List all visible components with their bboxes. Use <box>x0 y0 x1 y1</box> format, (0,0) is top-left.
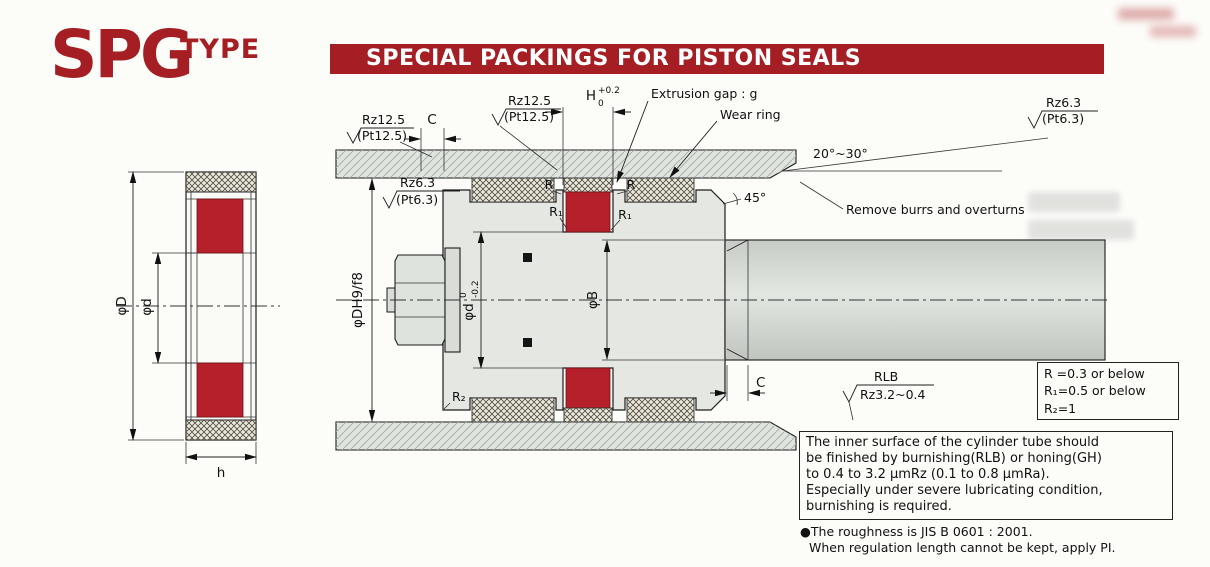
note-line-4: Especially under severe lubricating cond… <box>806 483 1103 499</box>
dimension-c-bottom: C <box>710 365 765 401</box>
surface-finish-note-box: The inner surface of the cylinder tube s… <box>799 431 1173 520</box>
dimension-groove-width-H: H +0.2 0 <box>545 86 631 185</box>
radii-line-1: R =0.3 or below <box>1044 366 1145 381</box>
wear-ring-bottom-right <box>626 397 695 423</box>
cylinder-wall-top <box>335 149 797 179</box>
dimension-phi-D: φD <box>114 171 184 441</box>
note-line-1: The inner surface of the cylinder tube s… <box>806 435 1100 450</box>
label-remove-burrs: Remove burrs and overturns <box>846 202 1025 217</box>
seal-front-view: φD φd h <box>114 171 280 481</box>
label-H-sub: 0 <box>598 99 604 109</box>
radii-legend-box: R =0.3 or below R₁=0.5 or below R₂=1 <box>1037 362 1179 420</box>
finish-mark-top-left: Rz12.5 (Pt12.5) <box>346 112 433 158</box>
seal-rubber-top <box>196 198 244 254</box>
radii-line-3: R₂=1 <box>1044 400 1077 416</box>
print-bleed-artifact <box>1028 220 1134 240</box>
label-c-top: C <box>427 112 436 128</box>
wear-ring-top-right <box>626 177 695 203</box>
footnote-regulation: When regulation length cannot be kept, a… <box>809 540 1116 556</box>
seal-fabric-cap-top <box>185 171 257 193</box>
brand-logo: SPG <box>50 16 194 93</box>
label-phi-D: φD <box>114 296 130 315</box>
dimension-c-top: C <box>404 112 461 171</box>
finish-top-right-pt: (Pt6.3) <box>1042 111 1084 126</box>
callout-lead-angle: 20°~30° <box>782 137 1049 172</box>
label-45-degrees: 45° <box>744 190 766 205</box>
callout-chamfer-45: 45° <box>722 190 766 206</box>
finish-mark-piston-od: Rz6.3 (Pt6.3) <box>382 175 460 209</box>
label-H: H <box>586 88 596 104</box>
cylinder-section-view: φDH9/f8 φd 0 -0.2 φB C <box>335 86 1107 451</box>
finish-top-right-value: Rz6.3 <box>1046 95 1081 110</box>
callout-extrusion-gap: Extrusion gap : g <box>616 86 757 183</box>
dimension-rod-phi-B: φB <box>585 240 611 360</box>
finish-bore-rlb: RLB <box>874 369 898 384</box>
note-line-2: be finished by burnishing(RLB) or honing… <box>806 451 1102 467</box>
label-R-left: R <box>545 177 554 192</box>
finish-top-left-pt: (Pt12.5) <box>357 128 407 143</box>
piston-seal-top <box>563 177 613 233</box>
print-bleed-artifact <box>1028 192 1120 212</box>
wear-ring-bottom-left <box>471 397 555 423</box>
cylinder-wall-bottom <box>335 421 797 451</box>
label-phi-d-sup: 0 <box>459 292 469 298</box>
piston-seal-bottom <box>563 367 613 423</box>
label-phi-d-front: φd <box>139 298 155 315</box>
footnote-roughness: ●The roughness is JIS B 0601 : 2001. <box>800 524 1033 539</box>
note-line-5: burnishing is required. <box>806 499 952 515</box>
label-R2: R₂ <box>452 389 466 404</box>
radii-line-2: R₁=0.5 or below <box>1044 383 1146 399</box>
page-title: SPECIAL PACKINGS FOR PISTON SEALS <box>330 44 1104 74</box>
label-extrusion-gap: Extrusion gap : g <box>651 86 757 101</box>
wear-ring-top-left <box>471 177 555 203</box>
footnotes: ●The roughness is JIS B 0601 : 2001. Whe… <box>800 524 1115 557</box>
label-h: h <box>217 465 226 481</box>
note-line-3: to 0.4 to 3.2 μmRz (0.1 to 0.8 μmRa). <box>806 467 1050 483</box>
finish-piston-value: Rz6.3 <box>400 175 435 190</box>
label-phi-d-sub: -0.2 <box>471 280 481 298</box>
brand-logo-suffix: TYPE <box>180 34 261 65</box>
callout-radii: R R R₁ R₁ R₂ <box>443 177 636 410</box>
finish-top-center-pt: (Pt12.5) <box>504 109 554 124</box>
label-H-sup: +0.2 <box>598 86 620 96</box>
seal-fabric-cap-bottom <box>185 419 257 441</box>
label-R-right: R <box>627 177 636 192</box>
o-ring-dot-bottom <box>523 338 532 347</box>
label-lead-angle: 20°~30° <box>813 146 868 161</box>
label-phi-DH9-f8: φDH9/f8 <box>350 272 366 328</box>
label-phi-d-groove: φd <box>461 303 477 320</box>
print-bleed-artifact <box>1150 26 1196 37</box>
dimension-phi-d-front: φd <box>139 252 196 364</box>
callout-remove-burrs: Remove burrs and overturns <box>799 181 1025 217</box>
finish-mark-top-center: Rz12.5 (Pt12.5) <box>491 93 561 171</box>
label-phi-B: φB <box>585 291 601 309</box>
finish-piston-pt: (Pt6.3) <box>396 192 438 207</box>
label-R1-right: R₁ <box>618 207 632 222</box>
o-ring-dot-top <box>523 253 532 262</box>
dimension-h: h <box>185 442 257 481</box>
label-c-bottom: C <box>756 375 765 391</box>
seal-rubber-bottom <box>196 362 244 418</box>
finish-top-center-value: Rz12.5 <box>508 93 551 108</box>
label-wear-ring: Wear ring <box>720 107 781 122</box>
dimension-groove-phi-d: φd 0 -0.2 <box>459 231 485 369</box>
label-R1-left: R₁ <box>549 204 563 219</box>
finish-mark-bore-rlb: RLB Rz3.2~0.4 <box>842 369 934 421</box>
finish-mark-top-right: Rz6.3 (Pt6.3) <box>1027 95 1098 129</box>
callout-wear-ring: Wear ring <box>669 107 781 178</box>
dimension-bore-phi-DH9-f8: φDH9/f8 <box>350 178 376 422</box>
finish-top-left-value: Rz12.5 <box>362 112 405 127</box>
finish-bore-value: Rz3.2~0.4 <box>860 387 926 402</box>
print-bleed-artifact <box>1118 8 1174 20</box>
